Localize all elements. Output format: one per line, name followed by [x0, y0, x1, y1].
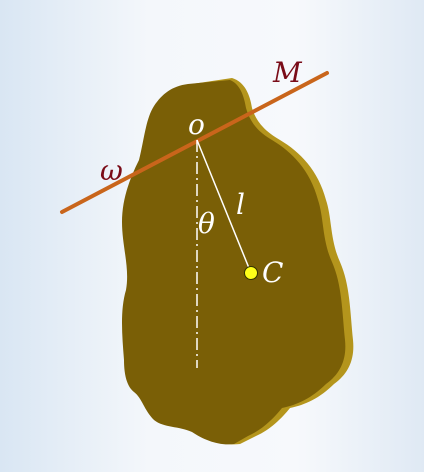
- rigid-body: [122, 80, 346, 445]
- label-pivot: o: [188, 108, 205, 141]
- label-angular-velocity: ω: [100, 154, 123, 187]
- label-length: l: [236, 188, 245, 221]
- pivot-to-center-line: [196, 139, 252, 274]
- label-center-of-mass: C: [262, 256, 283, 289]
- label-moment: M: [272, 56, 303, 89]
- rotation-axis: [60, 71, 329, 214]
- center-of-mass-point: [244, 266, 258, 280]
- label-angle: θ: [198, 207, 215, 240]
